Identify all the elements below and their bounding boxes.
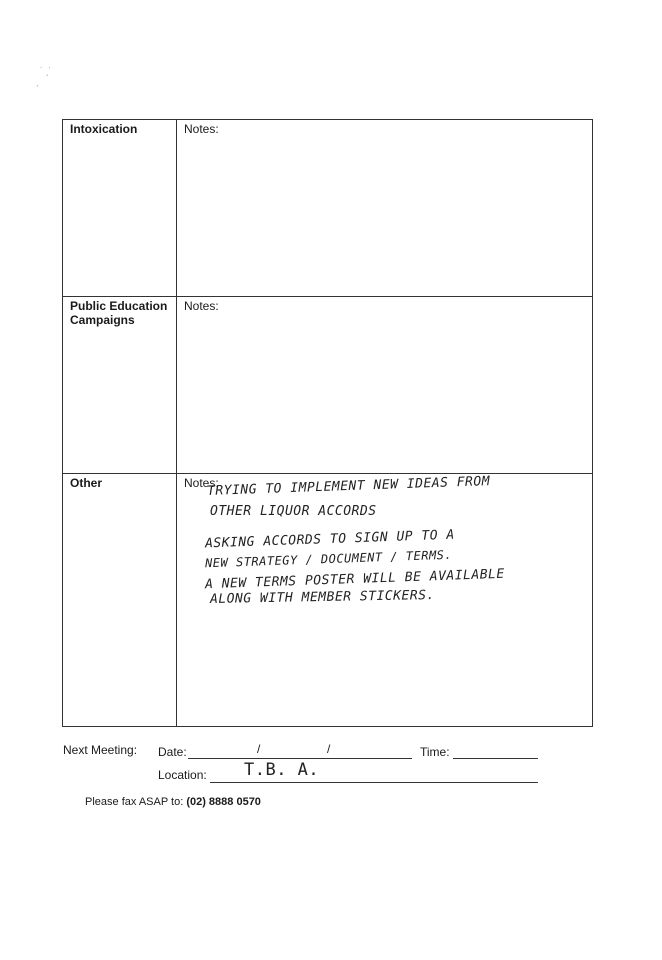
section-label: Intoxication bbox=[63, 120, 177, 296]
section-label: Public Education Campaigns bbox=[63, 297, 177, 473]
section-intoxication: Intoxication Notes: bbox=[63, 120, 592, 297]
notes-form-table: Intoxication Notes: Public Education Cam… bbox=[62, 119, 593, 727]
date-field[interactable] bbox=[188, 758, 412, 759]
time-field[interactable] bbox=[453, 758, 538, 759]
handwritten-note-line: NEW STRATEGY / DOCUMENT / TERMS. bbox=[204, 547, 453, 571]
notes-label: Notes: bbox=[184, 476, 219, 490]
section-label-text: Other bbox=[70, 476, 103, 490]
section-label-text: Intoxication bbox=[70, 122, 138, 136]
notes-cell[interactable]: Notes: TRYING TO IMPLEMENT NEW IDEAS FRO… bbox=[177, 474, 592, 726]
handwritten-note-line: TRYING TO IMPLEMENT NEW IDEAS FROM bbox=[206, 474, 491, 499]
scan-speck: ˋ bbox=[36, 84, 39, 94]
next-meeting-label: Next Meeting: bbox=[63, 743, 138, 757]
location-field[interactable] bbox=[210, 782, 538, 783]
notes-cell[interactable]: Notes: bbox=[177, 120, 592, 296]
notes-label: Notes: bbox=[184, 122, 219, 136]
date-separator: / bbox=[257, 742, 261, 756]
handwritten-note-line: ALONG WITH MEMBER STICKERS. bbox=[209, 588, 435, 607]
section-label-text: Public Education bbox=[70, 299, 168, 313]
location-label: Location: bbox=[158, 768, 207, 782]
notes-label: Notes: bbox=[184, 299, 219, 313]
handwritten-note-line: A NEW TERMS POSTER WILL BE AVAILABLE bbox=[204, 566, 505, 593]
handwritten-note-line: OTHER LIQUOR ACCORDS bbox=[210, 504, 377, 519]
section-other: Other Notes: TRYING TO IMPLEMENT NEW IDE… bbox=[63, 474, 592, 726]
fax-instruction: Please fax ASAP to: (02) 8888 0570 bbox=[85, 796, 261, 808]
section-public-education: Public Education Campaigns Notes: bbox=[63, 297, 592, 474]
date-label: Date: bbox=[158, 745, 187, 759]
handwritten-note-line: ASKING ACCORDS TO SIGN UP TO A bbox=[204, 527, 455, 552]
section-label-text: Campaigns bbox=[70, 313, 135, 327]
scan-speck: ˙ ˏ˙ bbox=[40, 66, 52, 76]
fax-prefix: Please fax ASAP to: bbox=[85, 796, 187, 808]
fax-number: (02) 8888 0570 bbox=[186, 796, 261, 808]
location-handwritten-value: T.B. A. bbox=[244, 760, 320, 780]
section-label: Other bbox=[63, 474, 177, 726]
notes-cell[interactable]: Notes: bbox=[177, 297, 592, 473]
time-label: Time: bbox=[420, 745, 450, 759]
date-separator: / bbox=[327, 742, 331, 756]
